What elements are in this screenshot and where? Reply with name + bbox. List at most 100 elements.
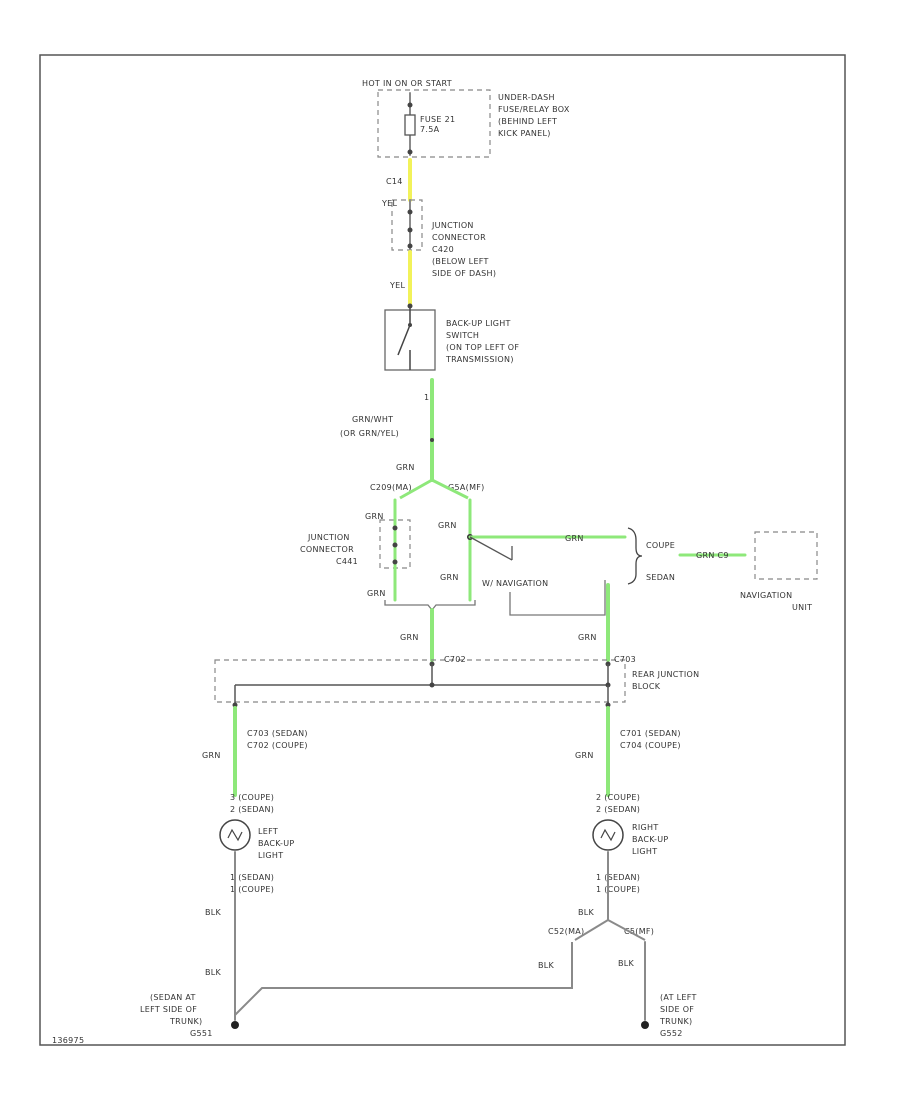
right-pins-top-1: 2 (COUPE) xyxy=(596,793,640,802)
fuse-element xyxy=(404,114,416,136)
ground-left-label-4: G551 xyxy=(190,1029,213,1038)
switch-label-2: SWITCH xyxy=(446,331,479,340)
rjb-out-right xyxy=(605,702,611,708)
nav-unit-label-1: NAVIGATION xyxy=(740,591,792,600)
coupe-ground-conn-label: C5(MF) xyxy=(624,927,654,936)
grn-wht-label-2: (OR GRN/YEL) xyxy=(340,429,399,438)
ground-split-right xyxy=(607,919,646,941)
sedan-ground-wire xyxy=(234,942,573,1016)
rjb-bus-node-1 xyxy=(429,682,435,688)
fuse-node-bottom xyxy=(407,149,413,155)
left-light-label-2: BACK-UP xyxy=(258,839,294,848)
jc1-label-2: CONNECTOR xyxy=(432,233,486,242)
jc2-node-2 xyxy=(392,542,398,548)
sedan-conn-label: C209(MA) xyxy=(370,483,412,492)
fuse-box-label-3: (BEHIND LEFT xyxy=(498,117,557,126)
left-light-label-1: LEFT xyxy=(258,827,278,836)
nav-unit-label-2: UNIT xyxy=(792,603,812,612)
wire-grn-f-label: GRN xyxy=(578,633,597,642)
wire-yel-label-1: YEL xyxy=(381,199,398,208)
nav-wire xyxy=(509,580,606,616)
blk-label-4: BLK xyxy=(538,961,555,970)
jc2-node-3 xyxy=(392,559,398,565)
jc1-label-3: C420 xyxy=(432,245,454,254)
blk-label-1: BLK xyxy=(205,908,222,917)
left-conn-label-1: C703 (SEDAN) xyxy=(247,729,308,738)
switch-pivot xyxy=(408,323,412,327)
jc1-label-1: JUNCTION xyxy=(431,221,474,230)
ground-right-label-1: (AT LEFT xyxy=(660,993,697,1002)
right-grn-label: GRN xyxy=(575,751,594,760)
right-conn-label-1: C701 (SEDAN) xyxy=(620,729,681,738)
navigation-unit-outline xyxy=(754,531,818,580)
sedan-ground-conn-label: C52(MA) xyxy=(548,927,584,936)
nav-switch-blade xyxy=(469,536,513,561)
rear-jb-label-2: BLOCK xyxy=(632,682,661,691)
jc2-label-1: JUNCTION xyxy=(307,533,350,542)
c703-label: C703 xyxy=(614,655,636,664)
sedan-label: SEDAN xyxy=(646,573,675,582)
ground-left-label-3: TRUNK) xyxy=(169,1017,202,1026)
left-pins-bot-2: 1 (COUPE) xyxy=(230,885,274,894)
jc2-node-1 xyxy=(392,525,398,531)
wire-grn-d-label: GRN xyxy=(440,573,459,582)
rear-jb-label-1: REAR JUNCTION xyxy=(632,670,699,679)
blk-label-3: BLK xyxy=(578,908,595,917)
right-pins-bot-2: 1 (COUPE) xyxy=(596,885,640,894)
jc2-label-2: CONNECTOR xyxy=(300,545,354,554)
left-pins-bot-1: 1 (SEDAN) xyxy=(230,873,274,882)
left-light-label-3: LIGHT xyxy=(258,851,283,860)
right-light-filament xyxy=(600,828,616,842)
right-conn-label-2: C704 (COUPE) xyxy=(620,741,681,750)
merge-bracket xyxy=(384,600,476,612)
ground-left-label-1: (SEDAN AT xyxy=(150,993,196,1002)
node-grn-wht xyxy=(430,438,434,442)
jc1-label-4: (BELOW LEFT xyxy=(432,257,489,266)
rear-junction-block-outline xyxy=(214,659,626,703)
right-pins-top-2: 2 (SEDAN) xyxy=(596,805,640,814)
fuse-box-label-1: UNDER-DASH xyxy=(498,93,555,102)
switch-label-3: (ON TOP LEFT OF xyxy=(446,343,519,352)
left-pins-top-2: 2 (SEDAN) xyxy=(230,805,274,814)
coupe-sedan-bracket xyxy=(627,527,643,585)
fuse-label-1: FUSE 21 xyxy=(420,115,455,124)
ground-right-point xyxy=(641,1021,649,1029)
split-right xyxy=(431,478,469,500)
ground-split-left xyxy=(574,919,609,941)
right-light-label-1: RIGHT xyxy=(632,823,659,832)
pin-1-label: 1 xyxy=(424,393,429,402)
left-conn-label-2: C702 (COUPE) xyxy=(247,741,308,750)
fuse-box-label-2: FUSE/RELAY BOX xyxy=(498,105,570,114)
switch-node-top xyxy=(407,303,413,309)
blk-label-2: BLK xyxy=(205,968,222,977)
switch-label-1: BACK-UP LIGHT xyxy=(446,319,511,328)
wire-grn-h-label: GRN xyxy=(438,521,457,530)
jc1-node-1 xyxy=(407,209,413,215)
blk-label-5: BLK xyxy=(618,959,635,968)
split-left xyxy=(399,478,433,500)
rjb-out-left xyxy=(232,702,238,708)
c702-label: C702 xyxy=(444,655,466,664)
fuse-box-label-4: KICK PANEL) xyxy=(498,129,551,138)
wire-yel-label-2: YEL xyxy=(389,281,406,290)
fuse-node-top xyxy=(407,102,413,108)
wire-grn-g-label: GRN xyxy=(400,633,419,642)
w-navigation-label: W/ NAVIGATION xyxy=(482,579,548,588)
left-pins-top-1: 3 (COUPE) xyxy=(230,793,274,802)
ground-left-label-2: LEFT SIDE OF xyxy=(140,1005,197,1014)
coupe-label: COUPE xyxy=(646,541,675,550)
fuse-box-outline xyxy=(377,89,491,158)
figure-id: 136975 xyxy=(52,1036,84,1045)
coupe-conn-label: G5A(MF) xyxy=(448,483,485,492)
jc1-node-3 xyxy=(407,243,413,249)
grn-wht-label-1: GRN/WHT xyxy=(352,415,393,424)
jc2-label-3: C441 xyxy=(336,557,358,566)
switch-label-4: TRANSMISSION) xyxy=(445,355,514,364)
switch-blade xyxy=(397,324,411,356)
hot-source-label: HOT IN ON OR START xyxy=(362,79,452,88)
diagram-border xyxy=(39,54,846,1046)
fuse-label-2: 7.5A xyxy=(420,125,440,134)
left-grn-label: GRN xyxy=(202,751,221,760)
ground-right-label-4: G552 xyxy=(660,1029,683,1038)
